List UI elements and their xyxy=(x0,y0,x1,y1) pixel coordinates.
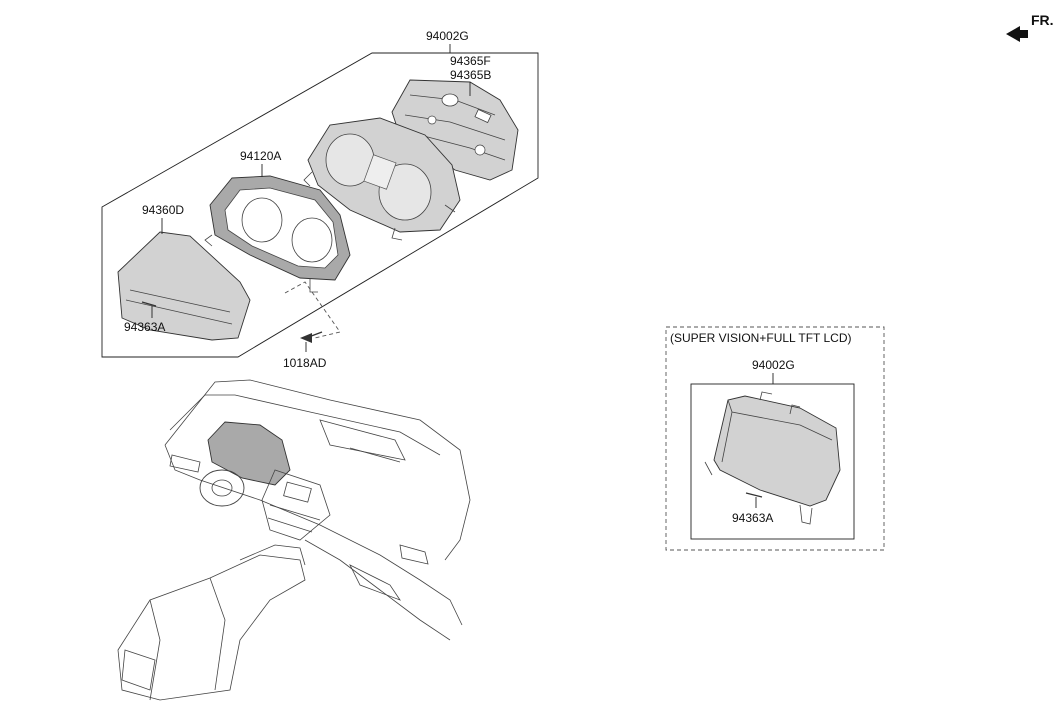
bolt-part xyxy=(284,281,341,352)
label-rear-cover-1: 94365F xyxy=(450,54,491,68)
option-inner-frame xyxy=(690,383,855,540)
screw-part xyxy=(141,301,157,318)
option-label-cluster-assembly: 94002G xyxy=(752,358,795,372)
cluster-body-part xyxy=(303,117,461,241)
option-cluster-part xyxy=(704,391,841,525)
option-screw-part xyxy=(745,492,763,508)
label-bezel: 94120A xyxy=(240,149,281,163)
label-bolt: 1018AD xyxy=(283,356,327,370)
label-cluster-assembly: 94002G xyxy=(426,29,469,43)
bezel-part xyxy=(204,175,351,293)
front-direction-indicator: FR. xyxy=(1006,12,1054,42)
label-lens-glass: 94360D xyxy=(142,203,184,217)
label-rear-cover-2: 94365B xyxy=(450,68,491,82)
option-label-screw: 94363A xyxy=(732,511,773,525)
label-screw: 94363A xyxy=(124,320,165,334)
dashboard-illustration xyxy=(117,379,471,701)
option-box xyxy=(665,326,885,551)
front-label: FR. xyxy=(1031,12,1054,28)
front-arrow-icon xyxy=(1006,26,1028,42)
lens-glass-part xyxy=(117,231,251,341)
option-box-title: (SUPER VISION+FULL TFT LCD) xyxy=(670,331,851,345)
rear-cover-part xyxy=(391,79,519,181)
assembly-frame xyxy=(101,52,539,358)
